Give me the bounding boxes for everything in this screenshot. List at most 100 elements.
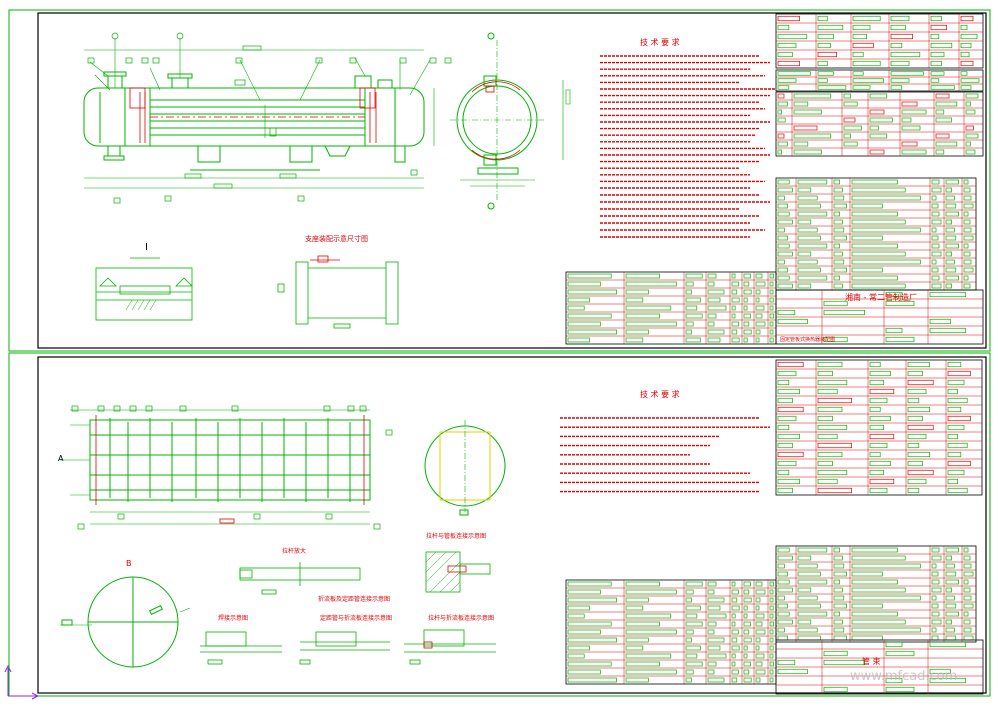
table-cell-text [731,605,740,611]
table-cell-text [743,321,750,327]
table-cell-text [931,611,940,617]
table-cell-text [731,313,736,319]
table-cell-text [930,78,940,83]
table-cell-text [817,478,838,485]
table-cell-text [960,71,968,76]
table-cell-text [769,281,774,287]
table-cell-text [947,370,971,377]
table-cell-text [869,125,879,131]
table-cell-text [685,597,692,603]
table-cell-text [685,645,701,651]
table-cell-text [869,149,885,155]
table-cell-text [833,243,840,249]
table-cell-text [817,442,852,449]
table-cell-text [947,433,958,440]
table-cell-text [945,635,957,641]
table-cell-text [817,415,833,422]
table-cell-text [907,370,923,377]
table-cell-text [929,641,967,648]
table-cell-text [947,415,971,422]
table-cell-text [755,669,766,675]
table-cell-text [931,603,939,609]
table-cell-text [907,406,930,413]
sheet1-title-block-drawing: 固定管板式换热器装配图 [780,336,835,343]
table-cell-text [797,555,812,561]
sheet2-parts-table [565,359,984,695]
table-cell-text [929,291,967,298]
table-cell-text [965,109,976,115]
table-cell-text [890,24,906,31]
table-cell-text [777,668,808,675]
table-cell-text [777,42,797,49]
table-cell-text [777,361,804,368]
table-cell-text [930,71,945,76]
table-cell-text [945,219,952,225]
table-cell-text [777,460,797,467]
table-cell-text [777,595,785,601]
table-cell-text [851,243,898,249]
table-cell-text [931,619,942,625]
table-cell-text [890,33,913,40]
table-cell-text [567,321,601,327]
table-cell-text [823,659,865,666]
heat-exchanger-front-view [83,71,425,171]
table-cell-text [947,478,958,485]
table-cell-text [931,187,942,193]
table-cell-text [777,579,790,585]
table-cell-text [833,619,843,625]
table-cell-text [769,337,774,343]
table-cell-text [869,406,881,413]
table-cell-text [907,397,920,404]
table-cell-text [731,581,736,587]
table-cell-text [755,281,766,287]
table-cell-text [743,305,748,311]
table-cell-text [960,85,972,90]
table-cell-text [743,289,752,295]
front-view-callouts [87,32,452,204]
table-cell-text [851,603,883,609]
table-cell-text [843,141,858,147]
table-cell-text [823,309,865,316]
table-cell-text [817,78,828,83]
table-cell-text [755,613,765,619]
table-cell-text [755,605,760,611]
table-cell-text [797,251,812,257]
table-cell-text [731,621,736,627]
table-cell-text [931,227,937,233]
view-b-label: B [126,559,132,568]
table-cell-text [755,677,761,683]
table-cell-text [963,547,969,553]
table-cell-text [707,621,717,627]
table-cell-text [777,78,797,83]
table-cell-text [931,283,942,289]
table-cell-text [567,605,590,611]
table-cell-text [930,60,942,67]
table-cell-text [930,85,955,90]
table-cell-text [625,661,660,667]
table-cell-text [731,597,738,603]
table-cell-text [797,235,821,241]
tie-rod-tubesheet-detail [425,551,491,593]
table-cell-text [963,627,972,633]
table-cell-text [833,219,843,225]
table-cell-text [929,668,951,675]
table-cell-text [793,109,822,115]
table-cell-text [945,211,959,217]
table-cell-text [947,397,968,404]
table-cell-text [797,195,818,201]
table-cell-text [707,653,727,659]
table-cell-text [869,469,884,476]
table-cell-text [769,637,774,643]
table-cell-text [731,637,738,643]
table-cell-text [833,611,840,617]
table-cell-text [963,571,974,577]
table-cell-text [625,605,644,611]
table-cell-text [929,327,967,334]
table-cell-text [833,587,843,593]
table-cell-text [777,611,790,617]
table-cell-text [625,297,644,303]
table-cell-text [945,571,957,577]
table-cell-text [731,337,740,343]
table-cell-text [777,318,808,325]
baffle-plates [109,418,351,502]
